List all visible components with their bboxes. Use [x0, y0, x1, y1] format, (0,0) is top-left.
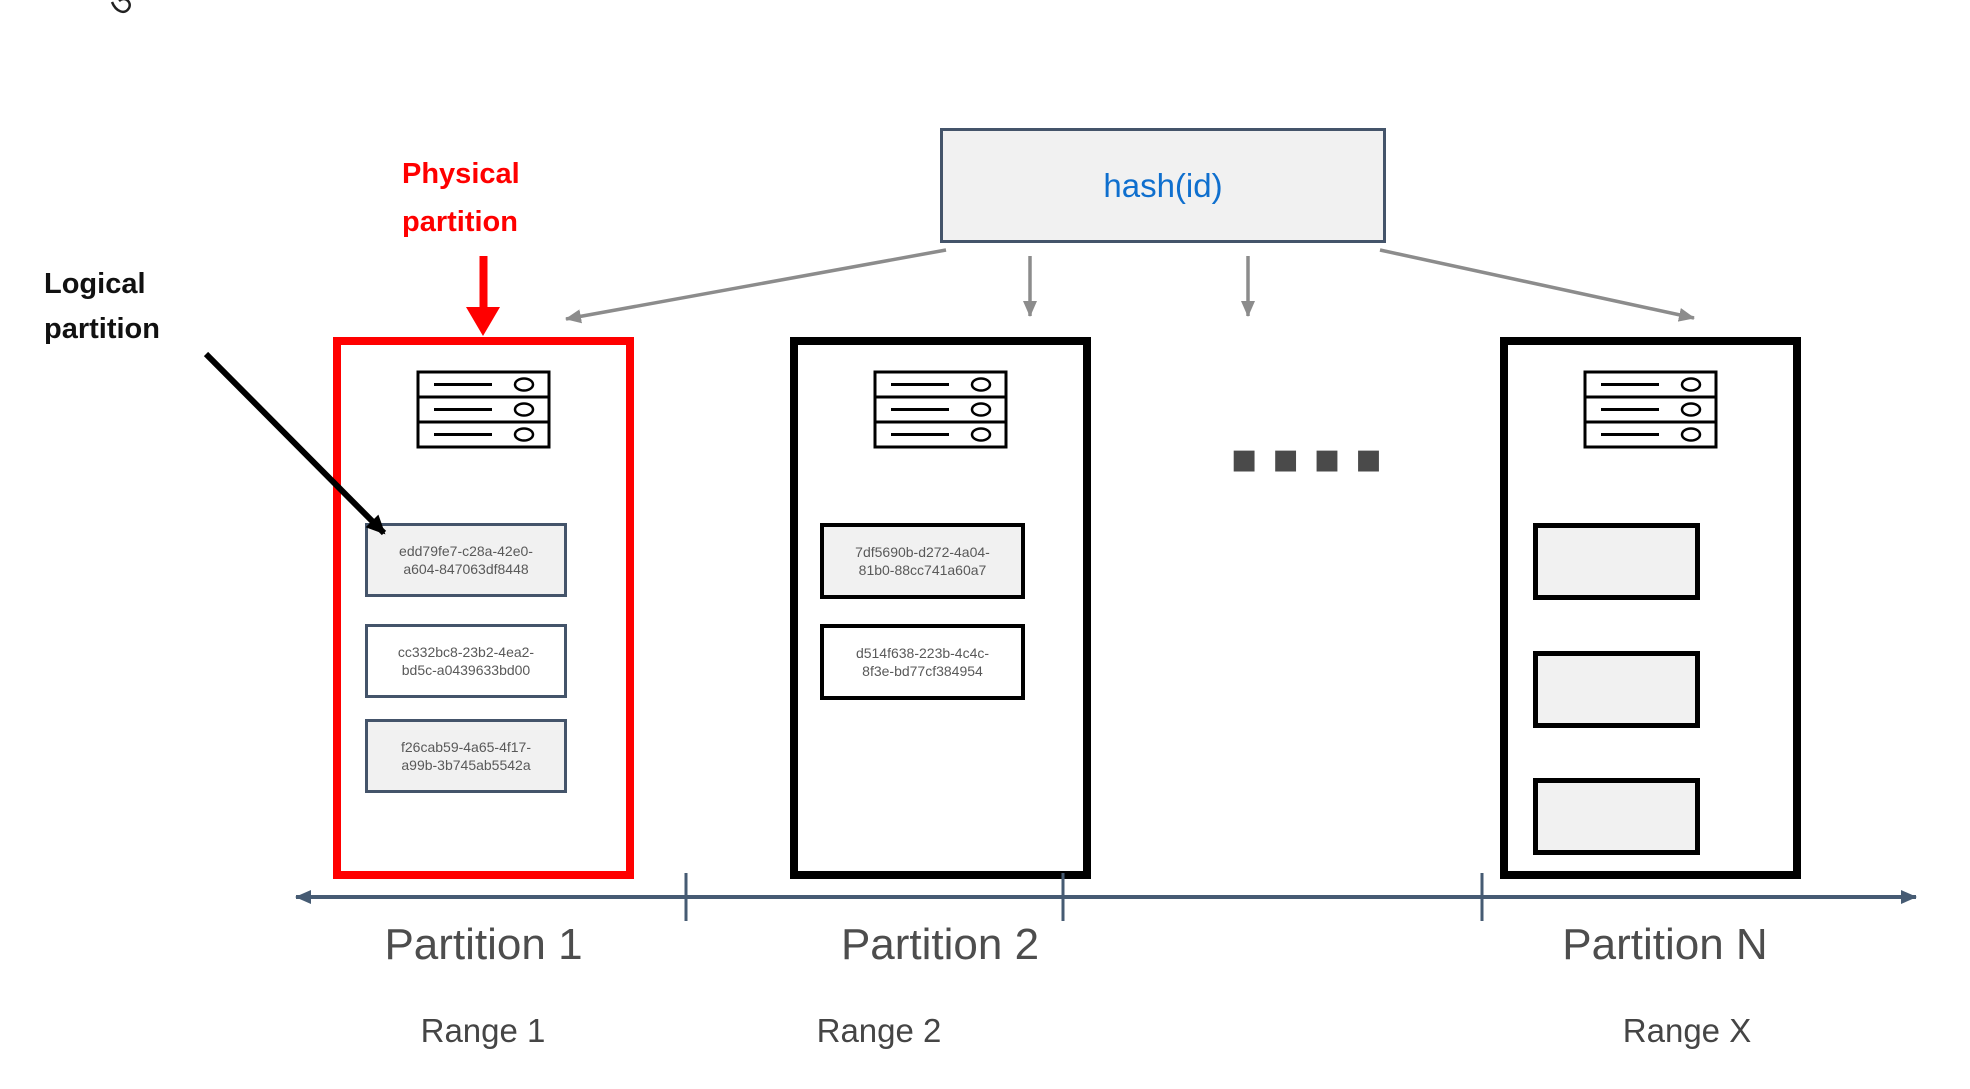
scribble-mark	[110, 0, 131, 14]
range-2-label: Range 2	[816, 1012, 942, 1049]
hash-function-label: hash(id)	[1103, 166, 1223, 204]
server-icon	[416, 370, 551, 449]
empty-record-slot	[1533, 651, 1700, 728]
server-icon	[873, 370, 1008, 449]
logical-partition-label: Logical partition	[44, 268, 160, 345]
partition-2-box: 7df5690b-d272-4a04- 81b0-88cc741a60a7 d5…	[790, 337, 1091, 879]
server-icon	[1583, 370, 1718, 449]
partition-1-title: Partition 1	[384, 920, 583, 969]
partition-1-box: edd79fe7-c28a-42e0- a604-847063df8448 cc…	[333, 337, 634, 879]
hash-function-box: hash(id)	[940, 128, 1386, 243]
empty-record-slot	[1533, 523, 1700, 600]
partition-2-title: Partition 2	[840, 920, 1040, 969]
hash-routing-arrows	[565, 248, 1695, 324]
physical-partition-arrow	[466, 256, 500, 336]
partition-n-box	[1500, 337, 1801, 879]
range-1-label: Range 1	[420, 1012, 546, 1049]
logical-partition-record: cc332bc8-23b2-4ea2- bd5c-a0439633bd00	[365, 624, 567, 698]
more-partitions-ellipsis: ▪▪▪▪	[1230, 433, 1396, 482]
physical-partition-label: Physical partition	[402, 158, 520, 238]
logical-partition-record: d514f638-223b-4c4c- 8f3e-bd77cf384954	[820, 624, 1025, 700]
logical-partition-record: edd79fe7-c28a-42e0- a604-847063df8448	[365, 523, 567, 597]
key-range-axis	[295, 873, 1917, 921]
logical-partition-record: 7df5690b-d272-4a04- 81b0-88cc741a60a7	[820, 523, 1025, 599]
empty-record-slot	[1533, 778, 1700, 855]
partition-n-title: Partition N	[1562, 920, 1768, 969]
range-x-label: Range X	[1622, 1012, 1752, 1049]
logical-partition-record: f26cab59-4a65-4f17- a99b-3b745ab5542a	[365, 719, 567, 793]
